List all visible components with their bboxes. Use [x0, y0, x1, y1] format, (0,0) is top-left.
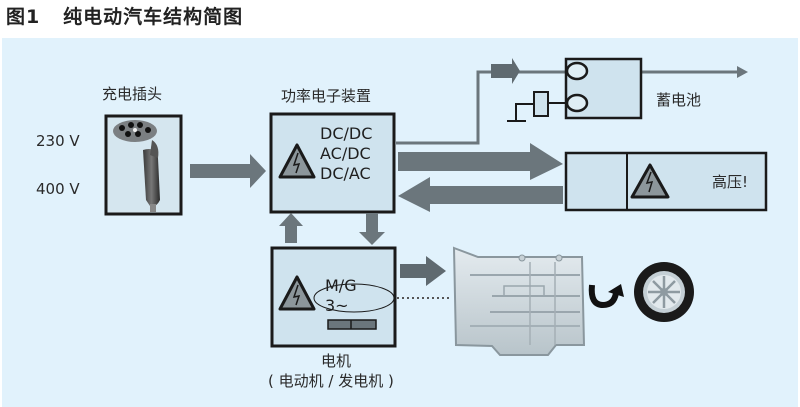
voltage-400: 400 V — [36, 180, 80, 198]
arrow-power-electronics-to-motor — [359, 213, 385, 245]
motor-terminal-bar — [327, 319, 377, 330]
charger-plug-box — [104, 114, 183, 216]
arrow-charger-to-power-electronics — [190, 154, 266, 188]
arrow-high-voltage-to-power-electronics — [398, 177, 563, 212]
high-voltage-warning-icon — [630, 163, 670, 199]
motor-sublabel: ( 电动机 / 发电机 ) — [268, 372, 394, 390]
mode-dc-dc: DC/DC — [320, 124, 373, 143]
battery-label: 蓄电池 — [656, 91, 702, 109]
high-voltage-box — [564, 151, 768, 212]
charger-label: 充电插头 — [102, 85, 163, 103]
charger-plug-icon — [113, 120, 160, 212]
power-electronics-label: 功率电子装置 — [281, 87, 372, 105]
motor-label: 电机 — [321, 352, 352, 370]
current-direction-arrow — [491, 58, 520, 84]
arrow-power-electronics-to-high-voltage — [398, 143, 563, 180]
figure-title: 图1 纯电动汽车结构简图 — [6, 2, 243, 29]
power-electronics-modes: DC/DC AC/DC DC/AC — [320, 124, 372, 184]
transmission-icon — [452, 246, 586, 356]
high-voltage-warning-icon — [278, 143, 316, 179]
battery-box — [507, 57, 643, 122]
figure-number: 图1 — [6, 6, 41, 28]
motor-phase: 3~ — [325, 296, 349, 315]
arrow-motor-to-power-electronics — [279, 213, 303, 243]
mode-dc-ac: DC/AC — [320, 164, 371, 183]
high-voltage-label: 高压! — [712, 173, 749, 191]
motor-box — [270, 246, 397, 348]
power-electronics-box — [269, 112, 396, 214]
relay-symbol — [507, 91, 567, 122]
rotation-arrow-icon — [588, 284, 624, 309]
motor-ellipse — [313, 283, 395, 313]
motor-mg: M/G — [325, 276, 357, 295]
diagram-panel — [2, 38, 798, 407]
mode-ac-dc: AC/DC — [320, 144, 371, 163]
arrow-motor-to-transmission — [400, 256, 446, 286]
motor-type: M/G 3~ — [325, 276, 357, 316]
wheel-icon — [634, 262, 694, 322]
figure-caption: 纯电动汽车结构简图 — [63, 6, 244, 28]
voltage-230: 230 V — [36, 132, 80, 150]
high-voltage-warning-icon — [278, 275, 316, 311]
